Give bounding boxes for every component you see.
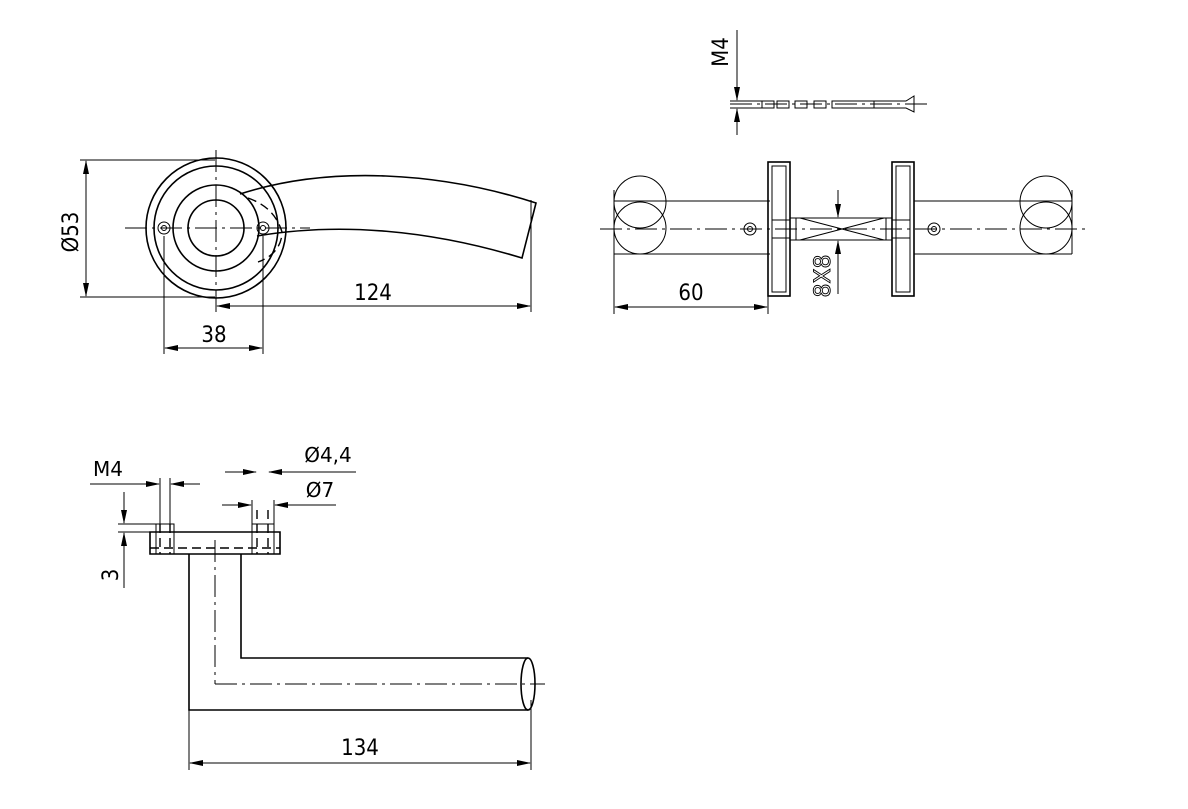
screw-head — [874, 95, 915, 113]
top-length-label: 134 — [341, 736, 379, 761]
screw-segment-2 — [776, 100, 790, 109]
screw-detail: M4 — [709, 30, 928, 135]
right-lever-end-top — [1019, 175, 1073, 229]
screw-hole-right-core — [260, 225, 266, 231]
hole-small-label: Ø4,4 — [304, 443, 352, 467]
top-rosette — [149, 531, 281, 555]
right-grub-screw — [927, 222, 941, 236]
thickness-label: 3 — [99, 569, 124, 582]
right-rosette-plate-inner — [895, 165, 911, 293]
screw-segment-3 — [794, 100, 808, 109]
spindle-cross-b — [799, 217, 885, 241]
left-grub-screw — [743, 222, 757, 236]
front-view: Ø53 124 38 — [59, 150, 537, 354]
dim-label-square: 8X8 — [811, 254, 836, 297]
left-grub-screw-core — [747, 226, 753, 232]
right-lever-end-bottom — [1019, 201, 1073, 255]
dim-label-length: 124 — [354, 281, 392, 306]
top-boss-left — [155, 523, 175, 555]
screw-thread-label: M4 — [709, 37, 734, 67]
top-boss-right — [251, 523, 275, 555]
lever-hidden-edge — [247, 197, 283, 263]
top-view: M4 Ø4,4 Ø7 3 134 — [90, 443, 545, 770]
dim-label-diameter: Ø53 — [59, 212, 84, 253]
screw-segment-1 — [761, 100, 775, 109]
screw-shank — [831, 100, 875, 109]
top-lever-outer — [188, 554, 528, 711]
right-rosette-plate — [891, 161, 915, 297]
screw-segment-4 — [813, 100, 827, 109]
dim-label-offset: 60 — [678, 281, 703, 306]
hole-large-label: Ø7 — [306, 478, 334, 502]
right-grub-screw-core — [931, 226, 937, 232]
side-view: 60 8X8 — [600, 161, 1085, 314]
spindle-left-collar — [771, 219, 791, 239]
top-thread-label: M4 — [93, 457, 123, 481]
lever-arm — [239, 174, 537, 260]
top-lever-inner — [240, 554, 528, 659]
dim-label-center-distance: 38 — [201, 323, 226, 348]
